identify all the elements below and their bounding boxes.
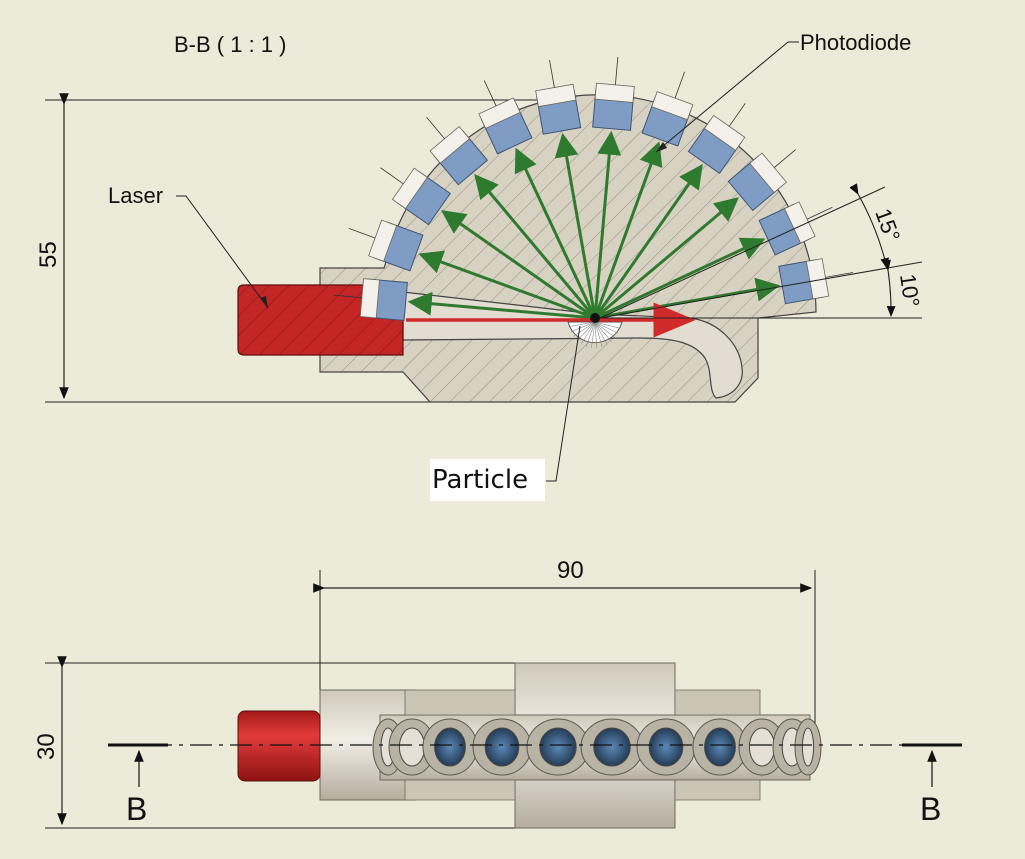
photodiode (687, 103, 746, 174)
scatter-ray (441, 210, 596, 320)
scatter-ray (514, 147, 597, 319)
photodiode (758, 201, 833, 256)
photodiode (535, 59, 582, 135)
scatter-rays (407, 130, 781, 320)
photodiode-hole (636, 718, 696, 776)
laser-label: Laser (108, 183, 163, 208)
photodiode-array (333, 56, 854, 321)
laser-cylinder (237, 710, 321, 782)
scatter-ray (594, 197, 739, 320)
housing-side-right (674, 689, 761, 801)
photodiode-hole (692, 718, 748, 776)
photodiode (592, 56, 635, 131)
photodiode (426, 117, 489, 186)
photodiode-hole (738, 718, 786, 776)
height-dimension-30: 30 (33, 656, 515, 829)
photodiode-holes (372, 718, 822, 776)
photodiode (727, 149, 796, 212)
height-dimension-55: 55 (35, 93, 560, 403)
angle-15-label: 15° (870, 205, 905, 245)
laser-callout: Laser (108, 183, 269, 309)
scatter-ray (594, 277, 781, 320)
scatter-ray (594, 237, 766, 320)
photodiode-hole (472, 718, 532, 776)
photodiode-label: Photodiode (800, 30, 911, 55)
photodiode-callout: Photodiode (655, 30, 911, 153)
photodiode (348, 219, 424, 272)
photodiode-hole (794, 718, 822, 776)
section-marker-left: B (126, 791, 147, 827)
photodiode-hole (422, 718, 478, 776)
scatter-ray (474, 174, 597, 319)
housing-side (404, 689, 516, 801)
section-line: B B (108, 743, 962, 827)
view-title: B-B ( 1 : 1 ) (174, 32, 286, 57)
scatter-ray (554, 132, 597, 319)
scatter-ray (593, 141, 663, 319)
photodiode (333, 278, 408, 321)
scatter-ray (407, 291, 596, 320)
particle-leader (546, 325, 581, 482)
photodiode (641, 71, 694, 147)
photodiode-hole (526, 718, 590, 776)
photodiode (380, 167, 451, 226)
photodiode-hole (580, 718, 644, 776)
length-dimension-90: 90 (313, 557, 816, 725)
dimension-30-label: 30 (33, 733, 60, 760)
photodiode (778, 258, 854, 305)
particle-dot (590, 313, 600, 323)
scatter-ray (593, 130, 622, 319)
particle-label: Particle (430, 459, 545, 501)
scatter-ray (593, 164, 703, 319)
section-marker-right: B (920, 791, 941, 827)
dimension-55-label: 55 (35, 241, 62, 268)
scatter-ray (418, 250, 596, 320)
angle-10-label: 10° (895, 272, 924, 308)
photodiode (478, 80, 533, 155)
dimension-90-label: 90 (557, 557, 584, 584)
photodiode-hole (388, 718, 436, 776)
